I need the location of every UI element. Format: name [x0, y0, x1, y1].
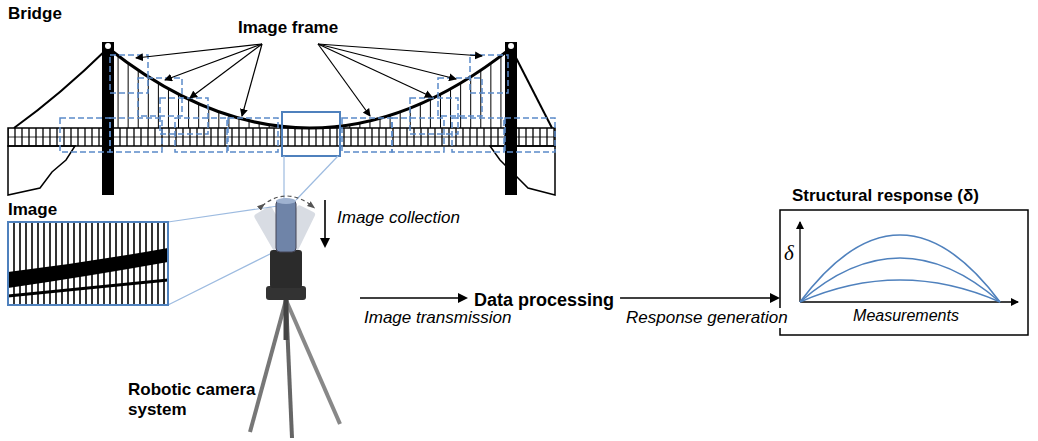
edge-label: Response generation — [624, 308, 790, 328]
flow-arrow — [360, 297, 460, 299]
view-lines — [168, 156, 338, 305]
frame-pointers — [136, 44, 482, 116]
image-inset — [8, 222, 168, 305]
camera-system: Robotic camera system — [125, 248, 360, 438]
active-frame — [282, 112, 340, 156]
node-text: δ — [784, 242, 794, 264]
flow-arrow — [324, 200, 326, 240]
image-inset: Image — [4, 198, 172, 310]
edge-label: Image collection — [335, 208, 462, 228]
robotic-camera — [250, 196, 340, 438]
arrow-head — [320, 238, 330, 248]
flow-arrow — [620, 297, 772, 299]
arrow-head — [770, 293, 780, 303]
node-text: Robotic camera system — [128, 380, 258, 420]
arrow-head — [458, 293, 468, 303]
edge-label: Image transmission — [362, 308, 513, 328]
annotation-label: Image frame — [238, 18, 338, 38]
image-frames — [60, 55, 555, 152]
node-text: Structural response (δ) — [792, 186, 979, 206]
response-plot: Structural response (δ) δMeasurements — [780, 186, 1034, 336]
node-text: Image — [8, 200, 57, 220]
node-text: Measurements — [780, 306, 1032, 325]
node-text: Bridge — [8, 4, 62, 24]
bridge-drawing — [8, 42, 555, 195]
